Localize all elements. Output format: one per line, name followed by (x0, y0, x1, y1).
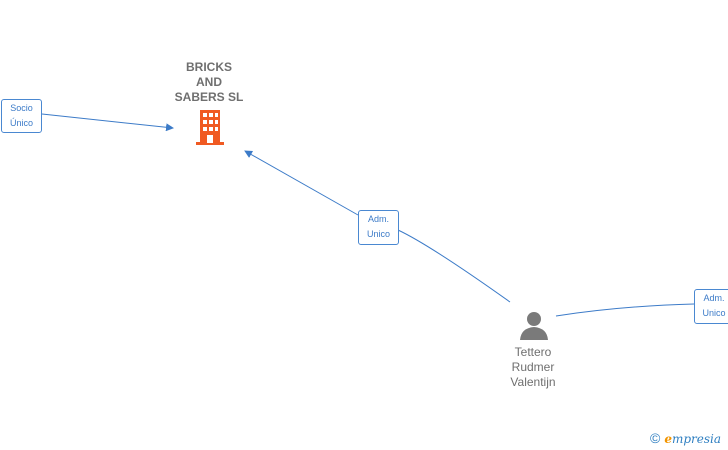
edge-label-adm-unico[interactable]: Adm. Unico (694, 289, 728, 324)
edge-adm-unico-1-head (244, 150, 359, 216)
person-icon[interactable] (519, 310, 549, 345)
brand-name: mpresia (671, 432, 722, 446)
edge-socio-unico (41, 113, 174, 132)
empresia-watermark: ©empresia (650, 430, 721, 446)
brand-initial: e (664, 432, 672, 446)
person-name[interactable]: Tettero Rudmer Valentijn (510, 345, 556, 389)
edge-adm-unico-2 (555, 303, 695, 317)
copyright-symbol: © (650, 430, 661, 446)
company-name[interactable]: BRICKS AND SABERS SL (174, 60, 244, 104)
edge-label-adm-unico[interactable]: Adm. Unico (358, 210, 399, 245)
building-icon[interactable] (194, 110, 226, 151)
edge-label-socio-unico[interactable]: Socio Único (1, 99, 42, 133)
edge-adm-unico-1 (397, 229, 511, 303)
